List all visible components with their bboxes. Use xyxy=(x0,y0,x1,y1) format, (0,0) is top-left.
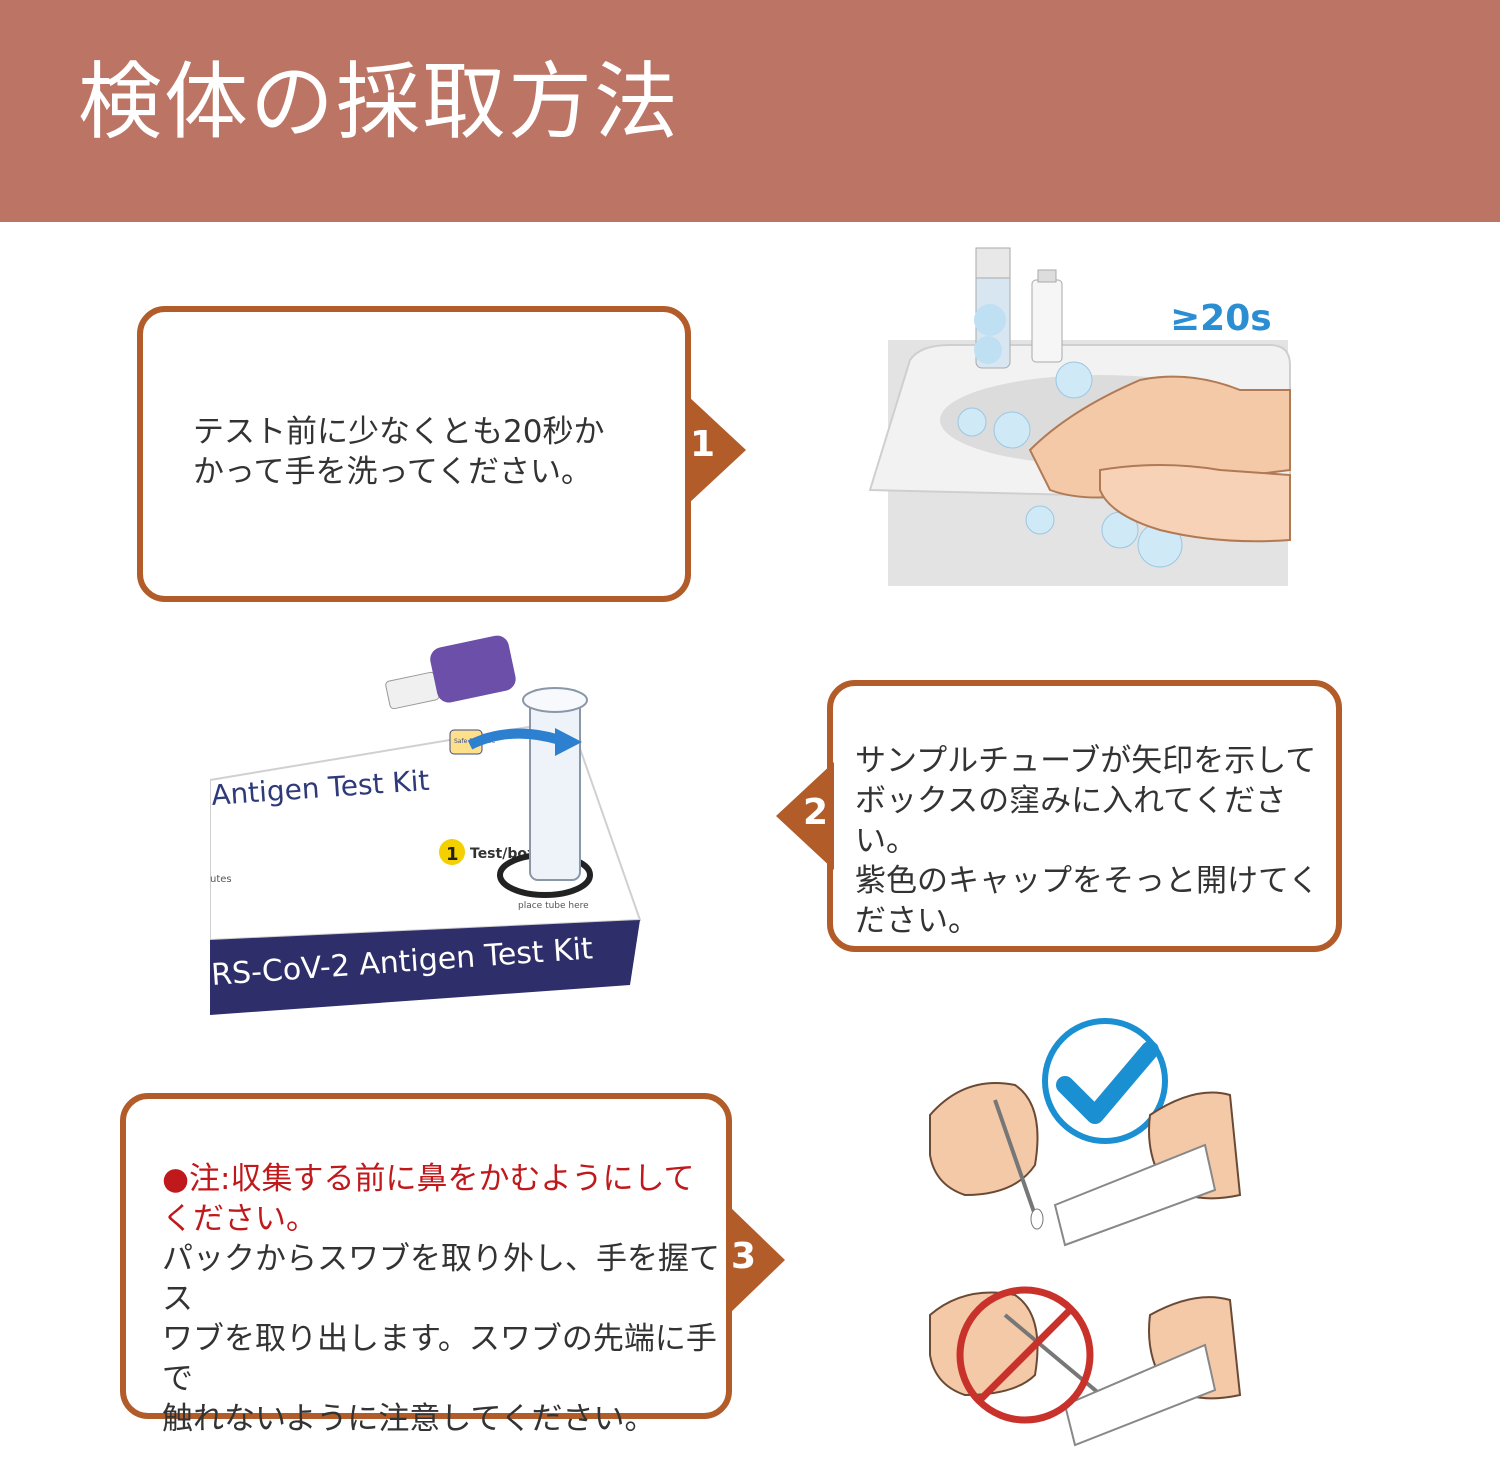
step2-arrow xyxy=(776,762,834,870)
cap-nozzle-icon xyxy=(385,671,440,710)
page-title: 検体の採取方法 xyxy=(78,53,681,151)
bubble xyxy=(957,407,987,437)
step1-arrow xyxy=(688,396,746,504)
swab-icon xyxy=(993,1099,1037,1216)
step1-text: テスト前に少なくとも20秒か かって手を洗ってください。 xyxy=(193,412,604,492)
bubble xyxy=(1055,361,1093,399)
step3-line: ワブを取り出します。スワブの先端に手で xyxy=(162,1321,717,1397)
pack-icon xyxy=(1053,1143,1217,1247)
check-icon xyxy=(1056,1041,1159,1124)
step1-line: かって手を洗ってください。 xyxy=(193,454,592,490)
bubble xyxy=(974,304,1006,336)
bubble xyxy=(993,411,1031,449)
step3-number: 3 xyxy=(731,1236,757,1277)
sample-tube-icon xyxy=(529,689,581,881)
check-circle-icon xyxy=(1042,1018,1168,1144)
test-kit-illustration: Antigen Test Kit RS-CoV-2 Antigen Test K… xyxy=(210,635,642,1015)
purple-cap-icon xyxy=(430,635,516,703)
prohibit-slash-icon xyxy=(976,1306,1074,1404)
step2-line: 紫色のキャップをそっと開けてく xyxy=(855,863,1320,899)
step2-line: サンプルチューブが矢印を示して xyxy=(855,743,1317,779)
bubble xyxy=(974,336,1002,364)
step2-number: 2 xyxy=(803,792,829,833)
step3-box: ●注:収集する前に鼻をかむようにして ください。 パックからスワブを取り外し、手… xyxy=(120,1093,732,1437)
step2-line: ださい。 xyxy=(855,903,979,939)
step3-line: パックからスワブを取り外し、手を握てス xyxy=(162,1241,720,1317)
step3-arrow xyxy=(729,1206,785,1314)
step2-text: サンプルチューブが矢印を示して ボックスの窪みに入れてください。 紫色のキャップ… xyxy=(855,741,1336,941)
step2-box: サンプルチューブが矢印を示して ボックスの窪みに入れてください。 紫色のキャップ… xyxy=(827,680,1342,952)
step2-line: ボックスの窪みに入れてください。 xyxy=(855,783,1287,859)
pack-icon xyxy=(1063,1343,1217,1447)
swab-illustration xyxy=(929,1018,1242,1447)
prohibit-icon xyxy=(956,1286,1094,1424)
kit-side-text: utes xyxy=(210,874,232,885)
hand-icon xyxy=(1099,464,1291,543)
kit-badge-icon xyxy=(439,839,465,865)
step1-line: テスト前に少なくとも20秒か xyxy=(193,414,605,450)
hand-icon xyxy=(929,1082,1039,1197)
header-banner: 検体の採取方法 xyxy=(0,0,1500,222)
step3-text: ●注:収集する前に鼻をかむようにして ください。 パックからスワブを取り外し、手… xyxy=(162,1159,726,1439)
step1-box: テスト前に少なくとも20秒か かって手を洗ってください。 xyxy=(137,306,691,602)
arrow-icon xyxy=(467,728,562,750)
bubble xyxy=(1025,505,1055,535)
arrow-head-icon xyxy=(555,728,582,756)
handwash-illustration: ≥20s xyxy=(868,247,1291,586)
kit-badge-number: 1 xyxy=(446,844,459,865)
kit-tube-text: place tube here xyxy=(518,901,589,911)
soap-bottle-icon xyxy=(1031,279,1063,363)
timer-label: ≥20s xyxy=(1170,298,1272,339)
step1-number: 1 xyxy=(690,424,716,465)
step3-warning-line: ください。 xyxy=(162,1201,317,1237)
step3-line: 触れないように注意してください。 xyxy=(162,1401,656,1437)
step3-warning-line: ●注:収集する前に鼻をかむようにして xyxy=(162,1161,695,1197)
kit-box-side xyxy=(210,920,640,1015)
